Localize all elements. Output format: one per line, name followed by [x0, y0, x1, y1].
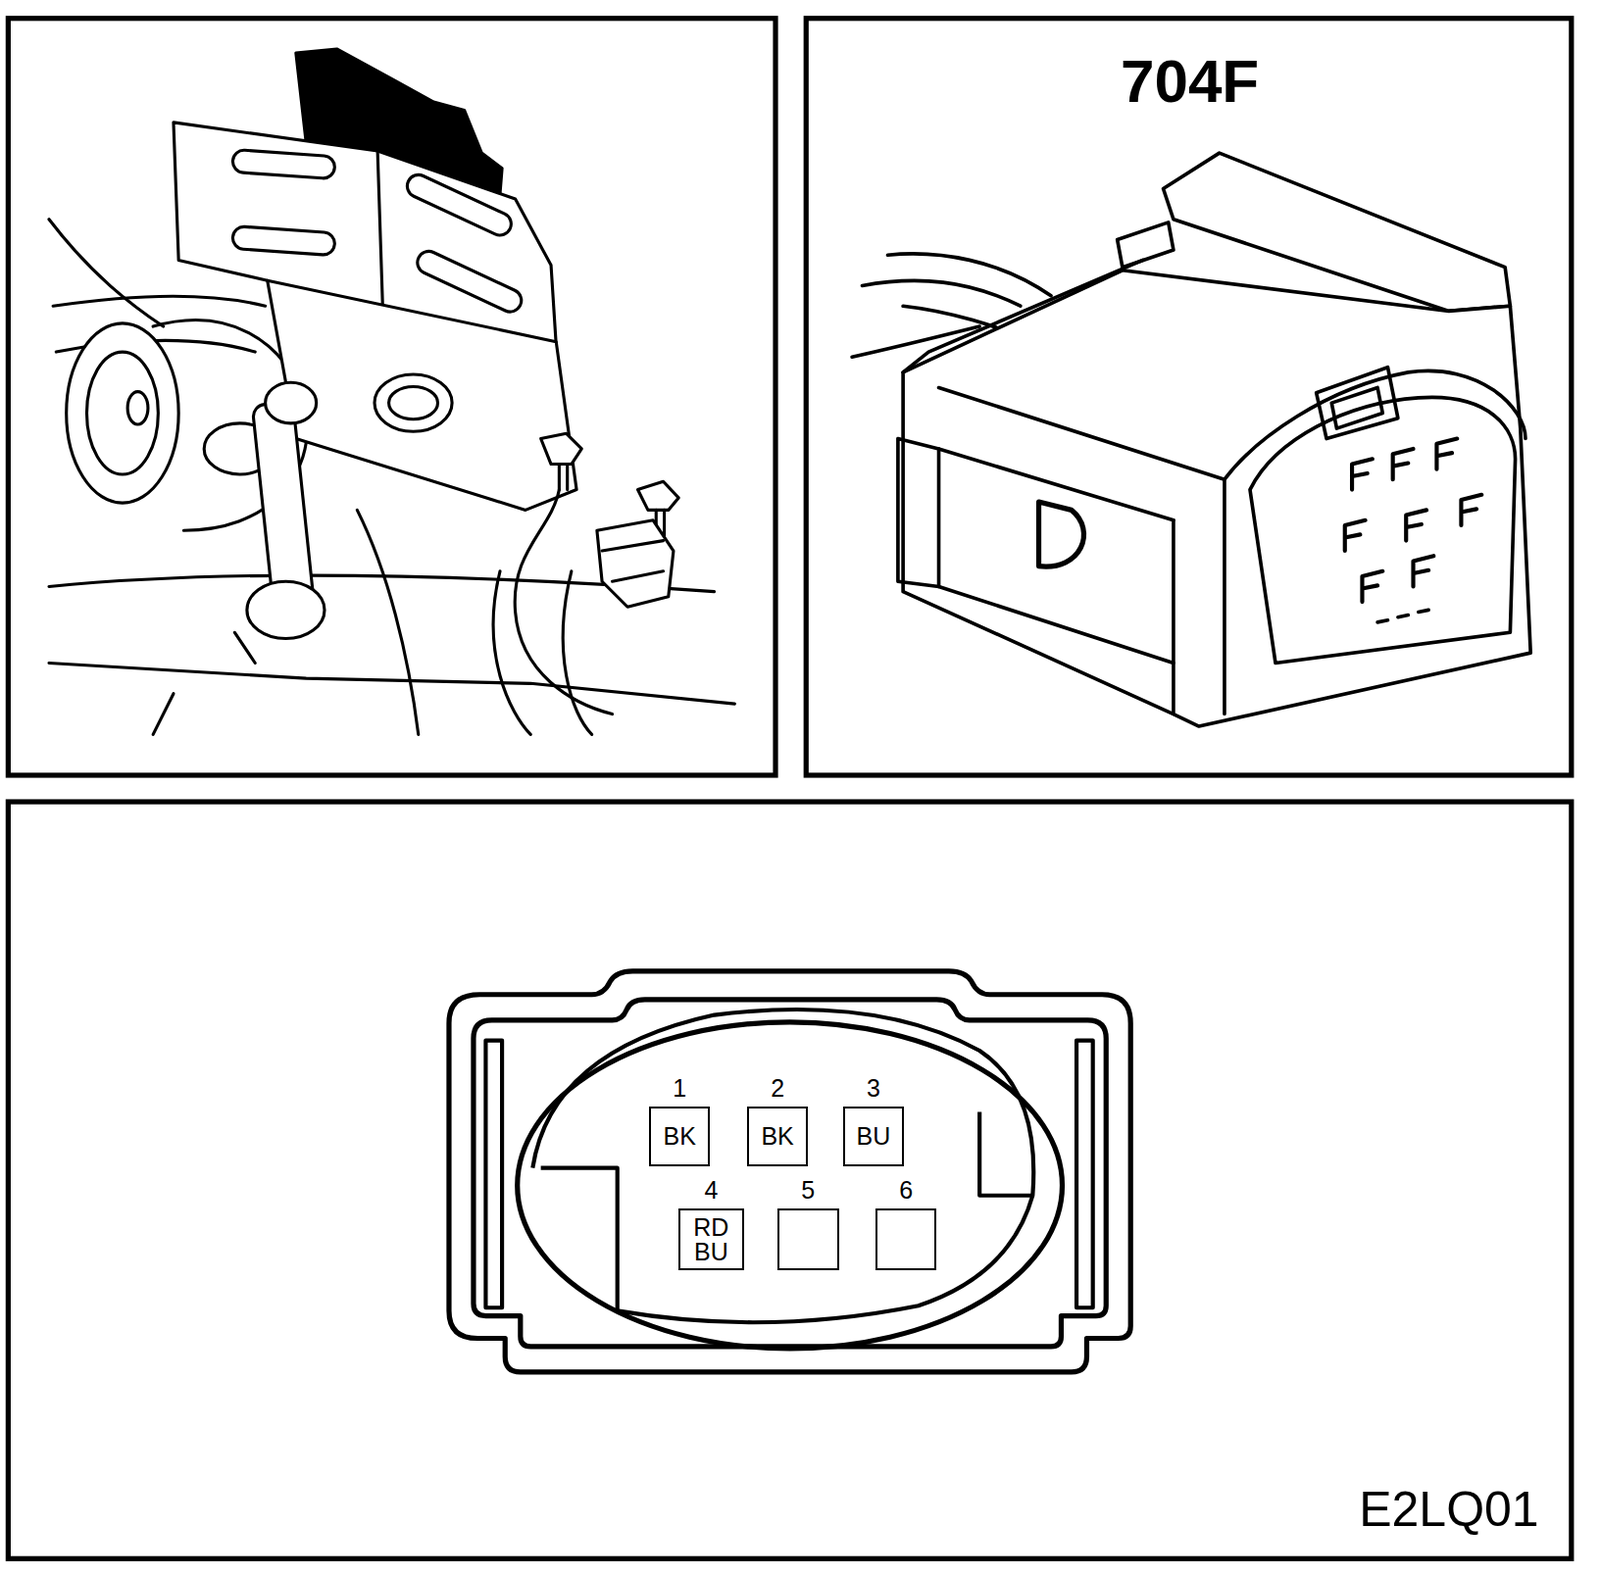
- mounting-illustration: [49, 49, 735, 735]
- connector-id: 704F: [1120, 50, 1259, 112]
- pin-cavity: BU3: [843, 1106, 904, 1166]
- pin-number: 3: [866, 1076, 881, 1101]
- pin-number: 1: [672, 1076, 687, 1101]
- pin-cavity: RD BU4: [678, 1208, 740, 1270]
- pin-number: 4: [703, 1178, 718, 1203]
- pin-box: BU: [843, 1106, 904, 1166]
- connector-illustration: [851, 152, 1531, 727]
- pin-box: BK: [649, 1106, 710, 1166]
- wire-color: RD BU: [682, 1215, 740, 1265]
- pin-cavity: 5: [777, 1208, 839, 1270]
- panel-frame: [805, 18, 1572, 776]
- pin-box: [875, 1208, 937, 1270]
- connector-face: [449, 971, 1131, 1373]
- pin-box: BK: [747, 1106, 808, 1166]
- wire-color: BU: [856, 1124, 892, 1150]
- wire-color: BK: [662, 1124, 696, 1150]
- panel-frame: [7, 801, 1571, 1559]
- panel-frame: [7, 18, 776, 776]
- pin-number: 6: [899, 1178, 913, 1203]
- figure-code: E2LQ01: [1358, 1485, 1539, 1535]
- pin-box: RD BU: [678, 1208, 744, 1270]
- pin-cavity: BK1: [649, 1106, 710, 1166]
- pin-cavity: BK2: [747, 1106, 808, 1166]
- pin-number: 2: [770, 1076, 785, 1101]
- wire-color: BK: [760, 1124, 794, 1150]
- pin-box: [777, 1208, 839, 1270]
- pin-cavity: 6: [875, 1208, 937, 1270]
- pin-number: 5: [800, 1178, 815, 1203]
